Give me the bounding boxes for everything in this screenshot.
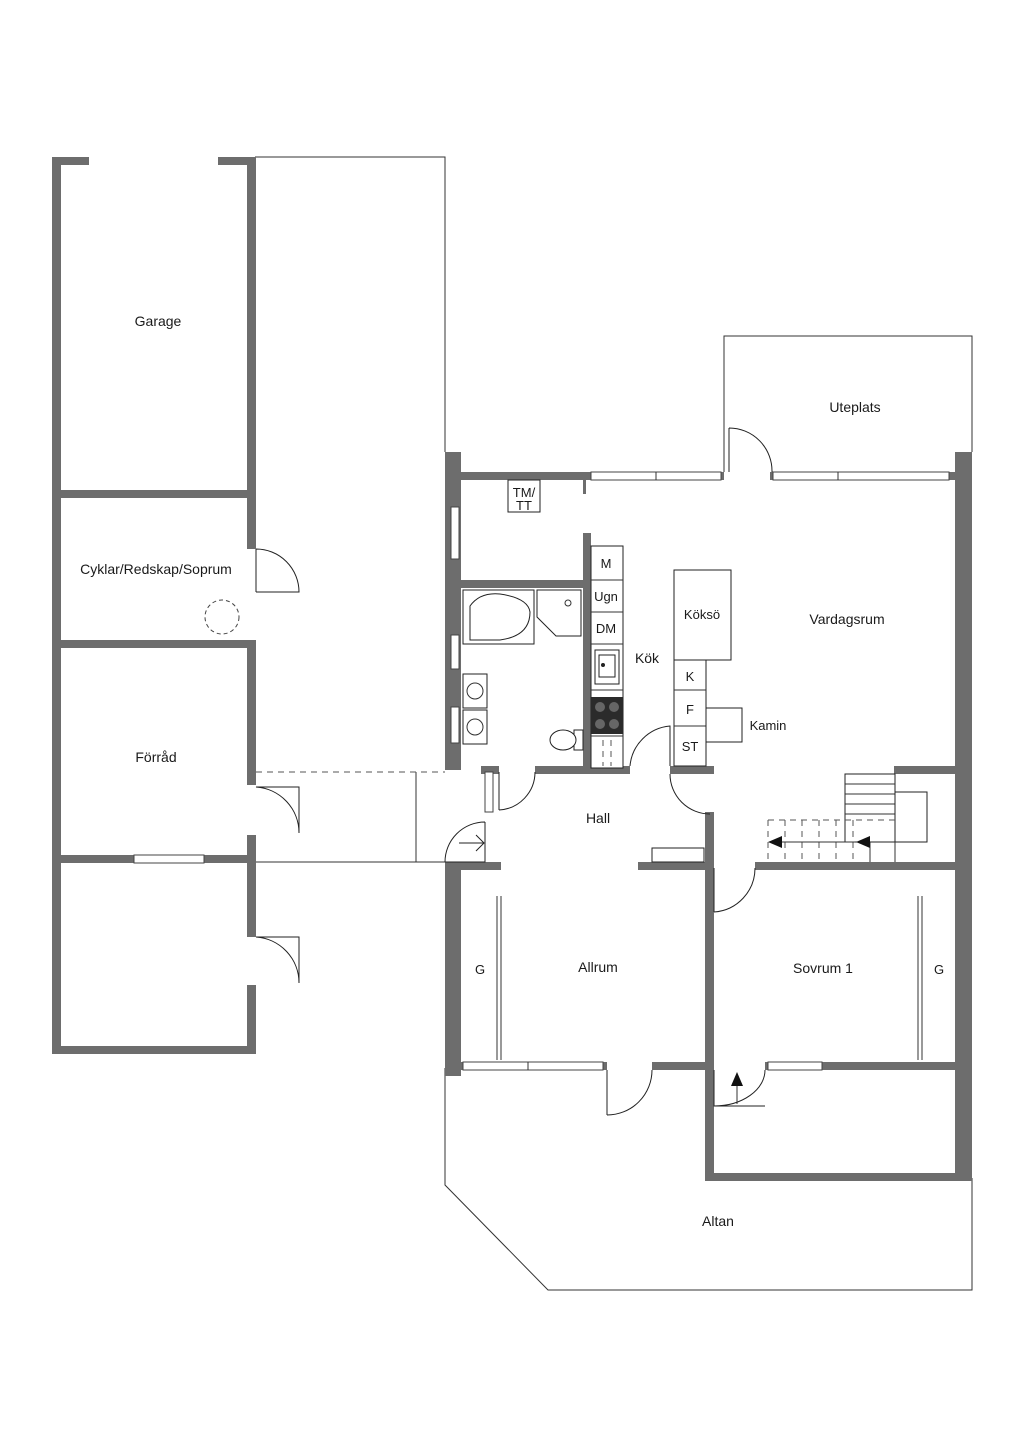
washbasin-icon <box>466 718 484 736</box>
outbuilding-walls <box>52 157 256 1054</box>
kitchen-fixtures <box>590 545 743 769</box>
label-vardagsrum: Vardagsrum <box>809 611 884 627</box>
washer-dryer-box <box>507 479 541 513</box>
label-f: F <box>686 702 694 717</box>
label-m: M <box>601 556 612 571</box>
label-allrum: Allrum <box>578 959 618 975</box>
entrance-arrow-icon <box>731 1072 743 1086</box>
label-kok: Kök <box>635 650 660 666</box>
label-altan: Altan <box>702 1213 734 1229</box>
kitchen-island <box>673 569 732 661</box>
bathroom-fixtures <box>462 479 584 751</box>
label-tt: TT <box>516 498 532 513</box>
washbasin-icon <box>466 682 484 700</box>
waste-bin-icon <box>204 599 240 635</box>
bathtub-icon <box>469 593 531 641</box>
label-tm: TM/ <box>513 485 536 500</box>
label-k: K <box>686 669 695 684</box>
doors <box>444 427 923 1116</box>
windows <box>450 471 950 1071</box>
label-kokso: Köksö <box>684 607 720 622</box>
outbuilding-doors <box>204 548 300 984</box>
label-sovrum: Sovrum 1 <box>793 960 853 976</box>
label-cyklar: Cyklar/Redskap/Soprum <box>80 561 232 577</box>
label-hall: Hall <box>586 810 610 826</box>
label-garage: Garage <box>135 313 182 329</box>
label-g-allrum: G <box>475 962 485 977</box>
label-dm: DM <box>596 621 616 636</box>
stove-icon <box>591 697 623 734</box>
stair-arrow-icon <box>768 836 782 848</box>
label-uteplats: Uteplats <box>829 399 880 415</box>
label-kamin: Kamin <box>750 718 787 733</box>
outdoor-outlines <box>255 156 973 1291</box>
toilet-icon <box>549 729 577 751</box>
fireplace-icon <box>705 707 743 743</box>
hall-bench <box>651 847 705 863</box>
label-st: ST <box>682 739 699 754</box>
stairs <box>651 773 928 1104</box>
stair-arrow-icon <box>856 836 870 848</box>
label-forrad: Förråd <box>135 749 176 765</box>
label-ugn: Ugn <box>594 589 618 604</box>
label-g-sovrum: G <box>934 962 944 977</box>
fixture-labels: TM/ TT M Ugn DM Köksö K F ST Kamin G G <box>475 485 944 977</box>
room-labels: Garage Cyklar/Redskap/Soprum Förråd Utep… <box>80 313 884 1229</box>
shower-icon <box>536 589 582 637</box>
